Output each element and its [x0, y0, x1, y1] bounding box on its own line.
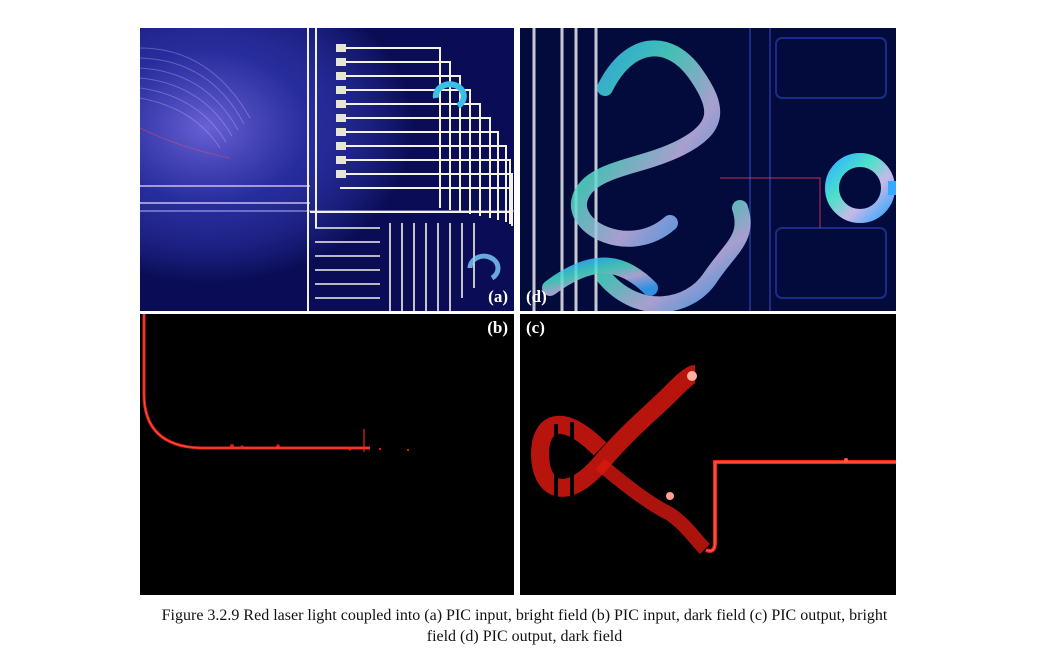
figure-caption: Figure 3.2.9 Red laser light coupled int… [0, 605, 1049, 647]
panel-b-micrograph [140, 314, 514, 595]
panel-c-label: (c) [526, 318, 545, 337]
panel-c-image: (c) [520, 314, 896, 595]
panel-c-micrograph [520, 314, 896, 595]
panel-a-image: (a) [140, 28, 514, 311]
panel-d-image: (d) [520, 28, 896, 311]
panel-b-image: (b) [140, 314, 514, 595]
panel-a-micrograph [140, 28, 514, 311]
panel-d-label: (d) [526, 287, 547, 306]
panel-a-label: (a) [488, 287, 508, 306]
caption-line-2: field (d) PIC output, dark field [426, 628, 623, 645]
panel-b-label: (b) [487, 318, 508, 337]
caption-line-1: Figure 3.2.9 Red laser light coupled int… [161, 607, 888, 624]
panel-d-micrograph [520, 28, 896, 311]
